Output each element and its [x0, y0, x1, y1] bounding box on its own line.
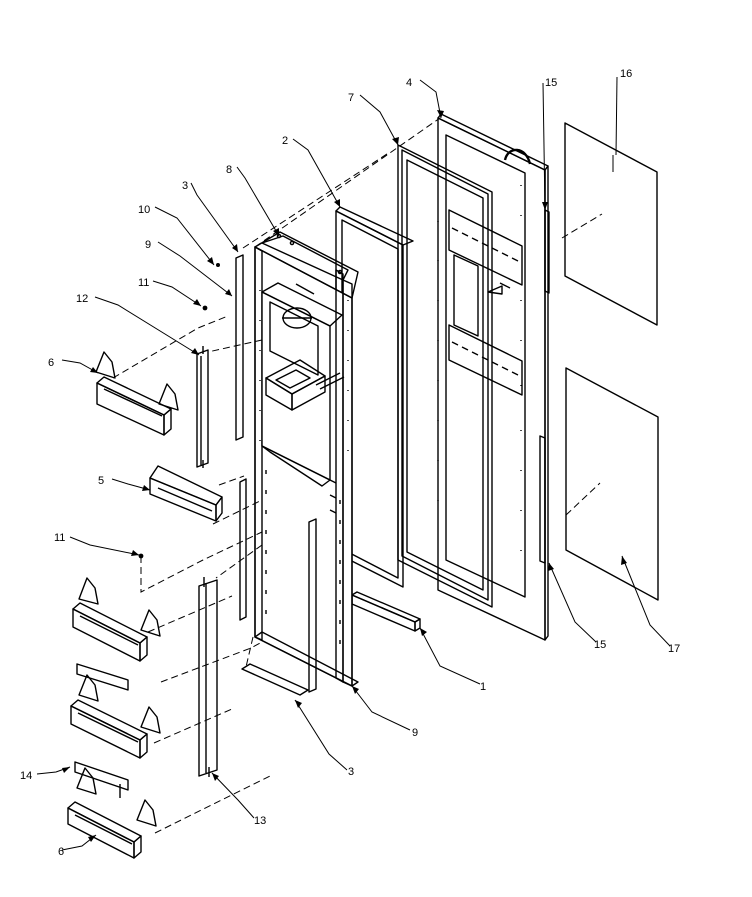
callout-2: 2 — [282, 135, 288, 147]
part-8-door-liner — [254, 231, 359, 687]
part-12-bracket — [196, 346, 209, 468]
callout-16: 16 — [620, 68, 632, 80]
callout-1: 1 — [480, 681, 486, 693]
callout-labels: 16 4 15 7 2 8 3 10 9 11 12 6 5 11 1 9 15… — [20, 68, 680, 858]
callout-3-upper: 3 — [182, 180, 188, 192]
bin-tall-2 — [70, 663, 161, 759]
callout-13: 13 — [254, 815, 266, 827]
leader-lines — [36, 76, 671, 851]
bin-6-upper — [95, 351, 179, 436]
callout-4: 4 — [406, 77, 412, 89]
callout-5: 5 — [98, 475, 104, 487]
callout-15-upper: 15 — [545, 77, 557, 89]
part-7-door-gasket — [397, 144, 493, 608]
part-1-bottom-rail — [351, 591, 421, 632]
part-4-outer-door — [437, 113, 549, 641]
bin-5 — [149, 465, 223, 522]
bin-6-lower — [67, 761, 157, 859]
callout-3-lower: 3 — [348, 766, 354, 778]
part-3-retainers — [235, 254, 317, 696]
leader-arrowheads — [62, 110, 627, 842]
callout-9-lower: 9 — [412, 727, 418, 739]
callout-6-upper: 6 — [48, 357, 54, 369]
assembly-lines — [112, 117, 441, 834]
callout-15-lower: 15 — [594, 639, 606, 651]
part-13-long-strip — [198, 577, 218, 777]
callout-11-upper: 11 — [138, 277, 149, 289]
part-17-lower-panel — [565, 367, 659, 601]
callout-17: 17 — [668, 643, 680, 655]
callout-12: 12 — [76, 293, 88, 305]
callout-7: 7 — [348, 92, 354, 104]
callout-10: 10 — [138, 204, 150, 216]
bin-tall-1 — [72, 577, 161, 662]
callout-11-lower: 11 — [54, 532, 65, 544]
callout-14: 14 — [20, 770, 32, 782]
callout-8: 8 — [226, 164, 232, 176]
callout-9-upper: 9 — [145, 239, 151, 251]
part-16-upper-panel — [561, 122, 658, 326]
callout-6-lower: 6 — [58, 846, 64, 858]
